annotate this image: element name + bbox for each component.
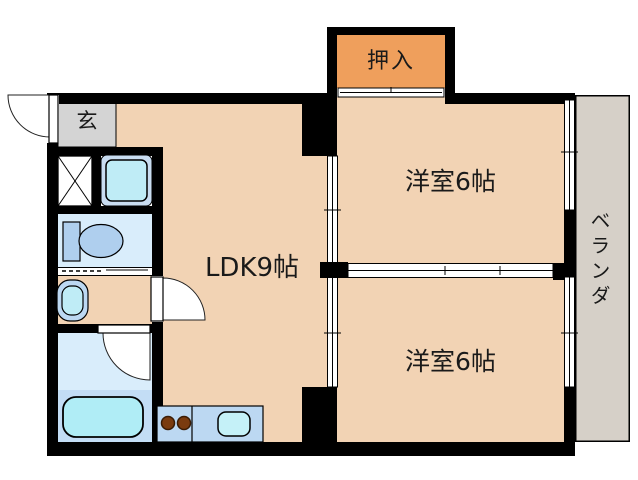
kitchen-sink-icon bbox=[217, 411, 251, 437]
closet-label: 押入 bbox=[366, 49, 415, 74]
wall-shoebox-gap bbox=[92, 156, 101, 206]
wall-divider-lower bbox=[302, 387, 337, 442]
shoe-box-x-line-2 bbox=[57, 155, 93, 207]
entrance-door-leaf bbox=[48, 94, 59, 144]
entrance-label: 玄 bbox=[76, 108, 98, 133]
wall-bottom bbox=[47, 442, 575, 456]
ldk-label: LDK9帖 bbox=[204, 253, 300, 283]
wall-outer-left bbox=[47, 93, 58, 456]
bathroom-door-leaf bbox=[97, 324, 151, 334]
wall-closet-top bbox=[327, 27, 455, 35]
wall-divider-upper bbox=[302, 93, 337, 156]
room-bottom-label: 洋室6帖 bbox=[405, 346, 496, 376]
balcony-area bbox=[575, 95, 630, 442]
closet-floor bbox=[337, 35, 445, 88]
wall-top-left bbox=[47, 93, 327, 104]
toilet-door bbox=[58, 267, 152, 276]
washroom-door-swing-icon bbox=[162, 277, 206, 321]
wall-closet-right bbox=[445, 27, 455, 104]
ldk-floor bbox=[116, 104, 327, 442]
washing-machine-icon bbox=[105, 159, 148, 202]
toilet-tank-icon bbox=[62, 221, 81, 262]
room-bottom-floor bbox=[337, 278, 564, 442]
wall-top-right bbox=[455, 93, 575, 104]
wall-closet-left bbox=[327, 27, 337, 104]
bathtub-icon bbox=[62, 396, 144, 438]
wall-t-junction-over bbox=[320, 262, 348, 278]
stove-burner-icon-1 bbox=[160, 415, 176, 431]
room-top-floor bbox=[337, 97, 564, 263]
stove-burner-icon-2 bbox=[176, 415, 192, 431]
balcony-label: ベランダ bbox=[587, 210, 611, 310]
room-top-label: 洋室6帖 bbox=[405, 166, 496, 196]
fixtures bbox=[56, 154, 264, 443]
washroom-door-leaf bbox=[150, 276, 164, 322]
washbasin-icon bbox=[61, 285, 84, 316]
bathroom-door-swing-icon bbox=[102, 332, 151, 381]
wall-rooms-right-junction bbox=[553, 263, 575, 280]
wall-above-toilet bbox=[47, 206, 163, 214]
openings bbox=[7, 87, 578, 388]
entrance-door-swing-icon bbox=[7, 94, 51, 138]
wall-under-entrance bbox=[47, 147, 163, 156]
toilet-bowl-icon bbox=[78, 223, 124, 259]
